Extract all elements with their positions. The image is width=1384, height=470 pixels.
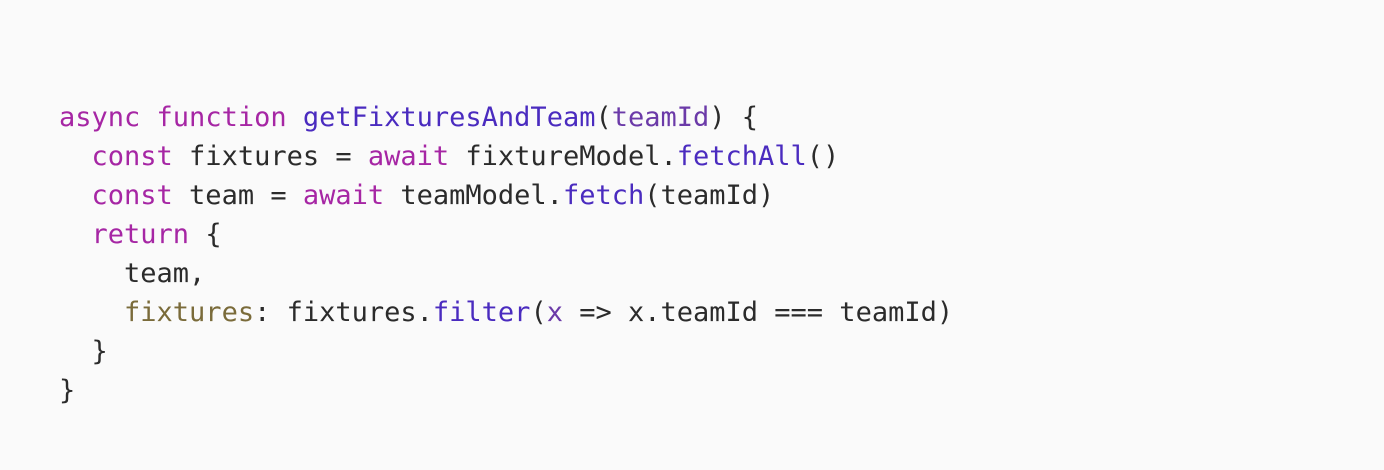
token-keyword: await [367, 141, 450, 172]
token-plain: teamModel. [384, 180, 563, 211]
code-line-7: } [59, 332, 1384, 371]
token-keyword: await [302, 180, 385, 211]
code-line-5: team, [59, 254, 1384, 293]
token-function: fetch [562, 180, 645, 211]
token-plain: team = [172, 180, 303, 211]
token-keyword: return [91, 219, 190, 250]
token-plain [140, 102, 156, 133]
code-line-8: } [59, 371, 1384, 410]
token-plain [59, 219, 92, 250]
token-plain: { [189, 219, 222, 250]
code-line-4: return { [59, 215, 1384, 254]
token-function: fetchAll [676, 141, 807, 172]
token-plain: ( [595, 102, 612, 133]
token-plain: (teamId) [644, 180, 775, 211]
token-plain: } [59, 375, 76, 406]
token-plain: => x.teamId === teamId) [562, 297, 954, 328]
token-plain [59, 180, 92, 211]
token-plain [59, 141, 92, 172]
code-line-2: const fixtures = await fixtureModel.fetc… [59, 137, 1384, 176]
code-line-1: async function getFixturesAndTeam(teamId… [59, 98, 1384, 137]
token-plain: : fixtures. [254, 297, 433, 328]
code-line-6: fixtures: fixtures.filter(x => x.teamId … [59, 293, 1384, 332]
token-plain: () [806, 141, 840, 172]
token-param: x [546, 297, 563, 328]
token-keyword: async [59, 102, 141, 133]
token-plain: } [59, 336, 108, 367]
token-keyword: function [156, 102, 287, 133]
token-keyword: const [91, 141, 173, 172]
token-plain: ( [530, 297, 547, 328]
token-function: getFixturesAndTeam [302, 102, 596, 133]
token-param: teamId [611, 102, 710, 133]
token-plain [287, 102, 303, 133]
token-keyword: const [91, 180, 173, 211]
token-plain: team, [59, 258, 206, 289]
token-plain: ) { [709, 102, 759, 133]
token-function: filter [432, 297, 531, 328]
token-plain: fixtures = [172, 141, 368, 172]
code-line-3: const team = await teamModel.fetch(teamI… [59, 176, 1384, 215]
token-plain: fixtureModel. [449, 141, 677, 172]
token-property: fixtures [124, 297, 255, 328]
token-plain [59, 297, 124, 328]
